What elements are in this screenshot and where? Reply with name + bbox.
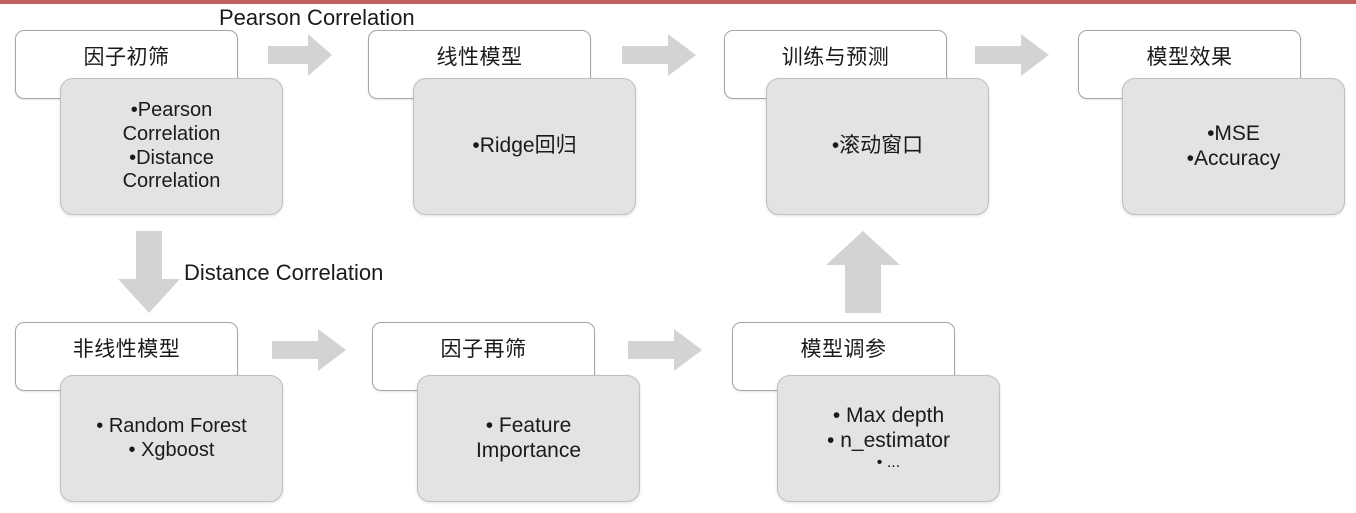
card-title-model-performance: 模型效果 [1146,46,1233,69]
bullet-item: Importance [475,438,582,462]
bullet-item: •MSE [1207,121,1260,145]
arrow-tuning-to-train [826,231,900,313]
bullet-item: • Feature [485,413,572,437]
card-bullets-linear-model: •Ridge回归 [414,134,635,159]
card-title-factor-prescreen: 因子初筛 [83,46,170,69]
card-title-train-predict: 训练与预测 [781,46,890,69]
edge-label-distance-correlation: Distance Correlation [184,260,384,285]
card-body-factor-prescreen[interactable]: •Pearson Correlation •Distance Correlati… [60,78,283,215]
card-body-hyperparameter-tuning[interactable]: • Max depth • n_estimator • ... [777,375,1000,502]
card-title-nonlinear-model: 非线性模型 [72,338,181,361]
bullet-item: • Max depth [832,404,945,428]
card-bullets-train-predict: •滚动窗口 [767,134,988,159]
top-accent-rule [0,0,1356,4]
card-body-model-performance[interactable]: •MSE •Accuracy [1122,78,1345,215]
card-bullets-hyperparameter-tuning: • Max depth • n_estimator • ... [778,404,999,472]
arrow-rescreen-to-tuning [628,329,702,371]
bullet-item: • Random Forest [96,414,247,437]
bullet-item: • Xgboost [128,438,215,461]
bullet-item: •Ridge回归 [472,134,577,158]
card-title-hyperparameter-tuning: 模型调参 [800,338,887,361]
arrow-train-to-performance [975,34,1049,76]
arrow-prescreen-to-nonlinear [118,231,180,313]
card-body-linear-model[interactable]: •Ridge回归 [413,78,636,215]
arrow-prescreen-to-linear [268,34,332,76]
card-body-factor-rescreen[interactable]: • Feature Importance [417,375,640,502]
card-bullets-nonlinear-model: • Random Forest • Xgboost [61,415,282,462]
bullet-item: •Accuracy [1186,146,1281,170]
bullet-item: Correlation [122,170,221,193]
arrow-nonlinear-to-rescreen [272,329,346,371]
card-title-factor-rescreen: 因子再筛 [440,338,527,361]
arrow-linear-to-train [622,34,696,76]
bullet-item: • ... [876,453,901,471]
bullet-item: • n_estimator [827,429,950,453]
edge-label-pearson-correlation: Pearson Correlation [219,5,415,30]
bullet-item: •Pearson [130,99,213,122]
bullet-item: Correlation [122,122,221,145]
card-bullets-factor-prescreen: •Pearson Correlation •Distance Correlati… [61,99,282,193]
card-title-linear-model: 线性模型 [436,46,523,69]
card-body-train-predict[interactable]: •滚动窗口 [766,78,989,215]
card-bullets-model-performance: •MSE •Accuracy [1123,122,1344,172]
bullet-item: •Distance [129,146,214,169]
card-body-nonlinear-model[interactable]: • Random Forest • Xgboost [60,375,283,502]
card-bullets-factor-rescreen: • Feature Importance [418,414,639,464]
bullet-item: •滚动窗口 [831,134,924,158]
